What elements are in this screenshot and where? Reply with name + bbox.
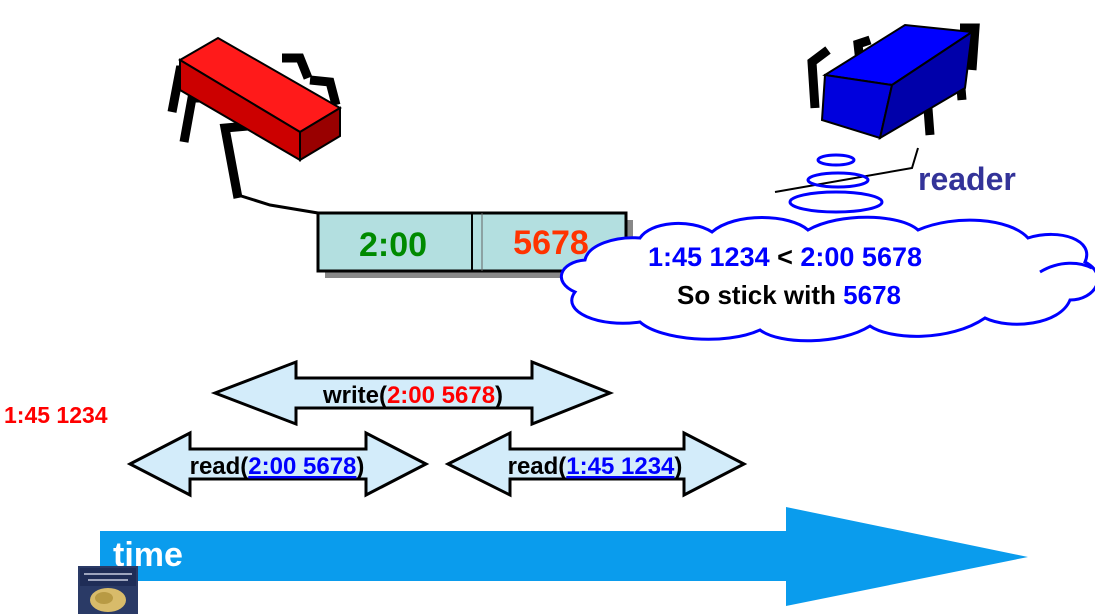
thought-trail [788,153,884,214]
thought-op: < [770,242,801,272]
thought-new: 2:00 5678 [800,242,922,272]
thought-line-1: 1:45 1234 < 2:00 5678 [648,242,922,272]
read1-prefix: read( [190,453,249,480]
thought-value: 5678 [843,280,901,310]
read2-suffix: ) [674,453,682,480]
read2-interval-arrow [444,430,748,498]
read2-arg: 1:45 1234 [566,453,675,480]
read1-arg: 2:00 5678 [248,453,356,480]
thought-line-2: So stick with 5678 [677,280,901,310]
register-value: 5678 [513,224,589,262]
reader-label: reader [918,161,1016,197]
book-cover-icon [78,566,138,614]
old-value-label: 1:45 1234 [4,402,108,428]
write-suffix: ) [495,382,503,409]
read2-interval-label: read(1:45 1234) [508,453,683,480]
thought-cloud [559,215,1095,343]
writer-bug-icon [167,36,342,217]
read1-interval-label: read(2:00 5678) [190,453,365,480]
write-interval-arrow [210,359,615,427]
read1-interval-arrow [126,430,430,498]
time-arrow [100,507,1028,606]
register-timestamp: 2:00 [359,226,427,264]
write-arg: 2:00 5678 [387,382,495,409]
thought-prefix: So stick with [677,280,843,310]
write-interval-label: write(2:00 5678) [322,382,503,409]
reader-bug-icon [774,23,980,193]
read2-prefix: read( [508,453,567,480]
thought-old: 1:45 1234 [648,242,770,272]
read1-suffix: ) [356,453,364,480]
write-prefix: write( [322,382,387,409]
